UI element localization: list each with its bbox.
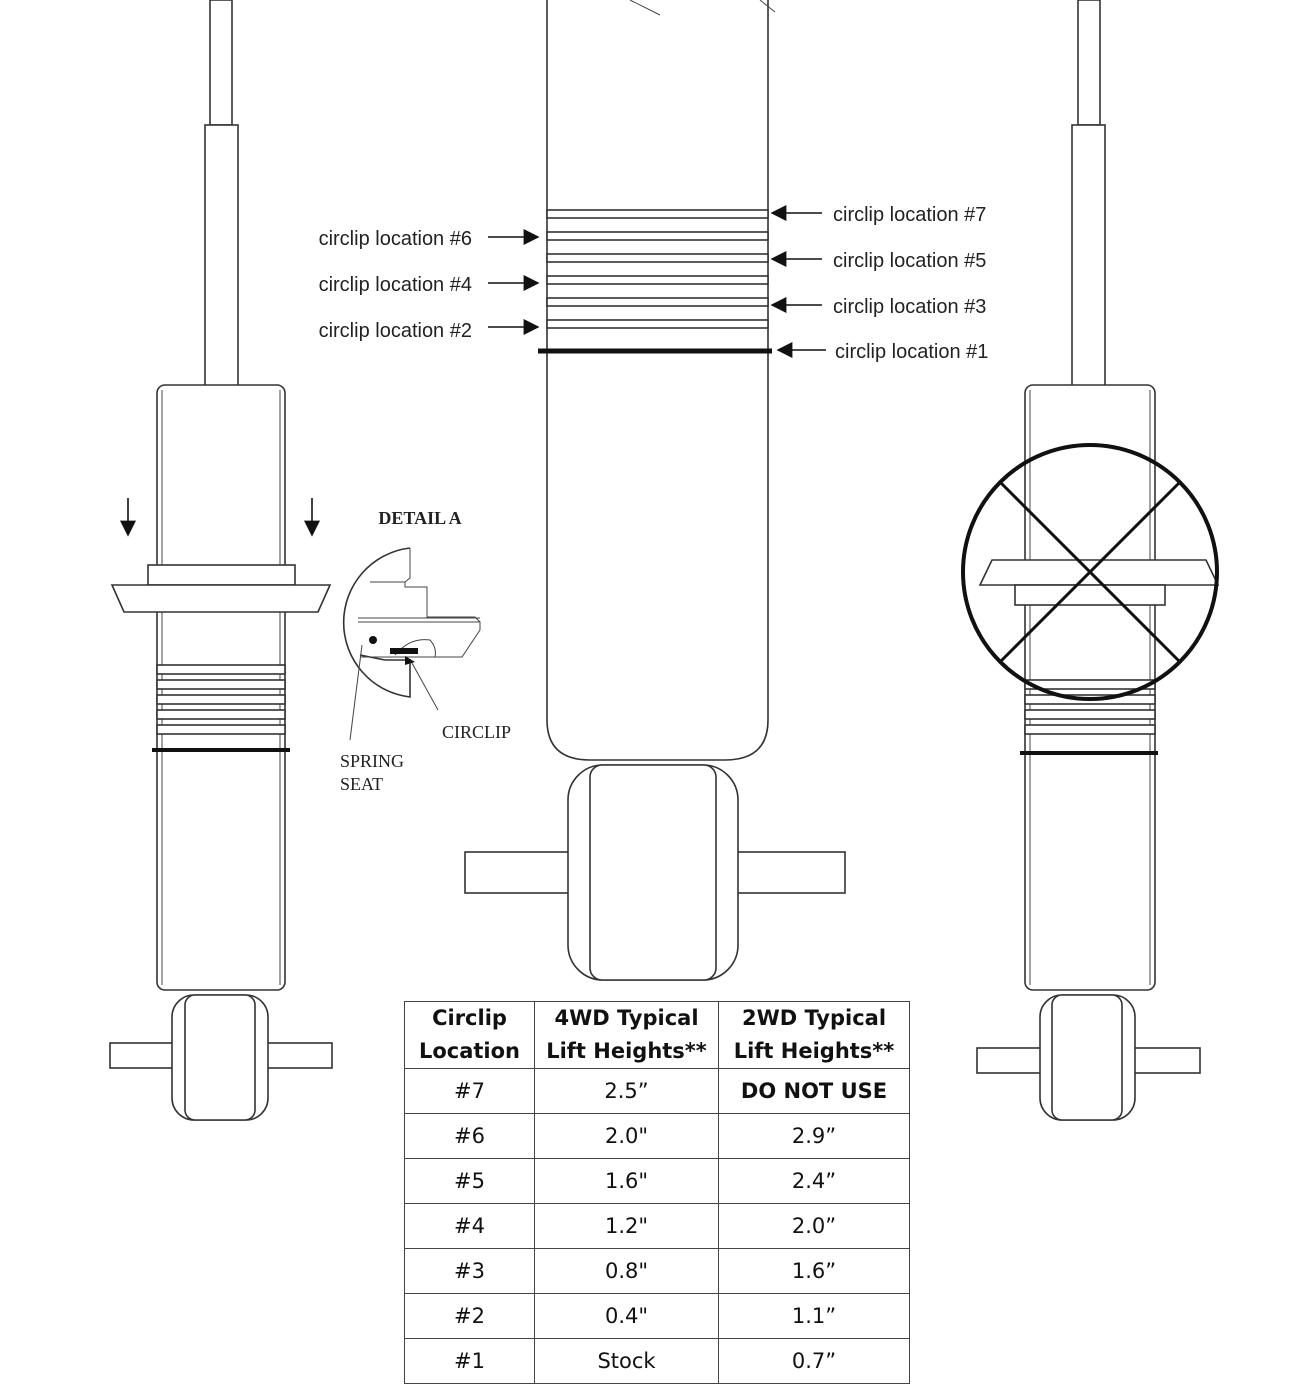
circlip-label-3: circlip location #3 bbox=[833, 296, 986, 318]
detail-a: DETAIL A CIRCLIP SPRING SEAT bbox=[340, 508, 511, 794]
middle-shock: circlip location #6 circlip location #4 … bbox=[319, 0, 988, 981]
circlip-callout: CIRCLIP bbox=[442, 722, 511, 742]
middle-grooves bbox=[546, 209, 769, 329]
circlip-label-7: circlip location #7 bbox=[833, 204, 986, 226]
circlip-label-6: circlip location #6 bbox=[319, 228, 472, 250]
detail-a-title: DETAIL A bbox=[378, 508, 461, 528]
left-shock bbox=[109, 0, 333, 1121]
left-grooves bbox=[156, 664, 286, 735]
circlip-label-5: circlip location #5 bbox=[833, 250, 986, 272]
spring-seat-callout-line1: SPRING bbox=[340, 751, 404, 771]
circlip-label-2: circlip location #2 bbox=[319, 320, 472, 342]
spring-seat-callout-line2: SEAT bbox=[340, 774, 383, 794]
circlip-label-1: circlip location #1 bbox=[835, 341, 988, 363]
circlip-label-4: circlip location #4 bbox=[319, 274, 472, 296]
right-shock bbox=[961, 0, 1220, 1121]
prohibited-x-icon bbox=[961, 443, 1219, 701]
